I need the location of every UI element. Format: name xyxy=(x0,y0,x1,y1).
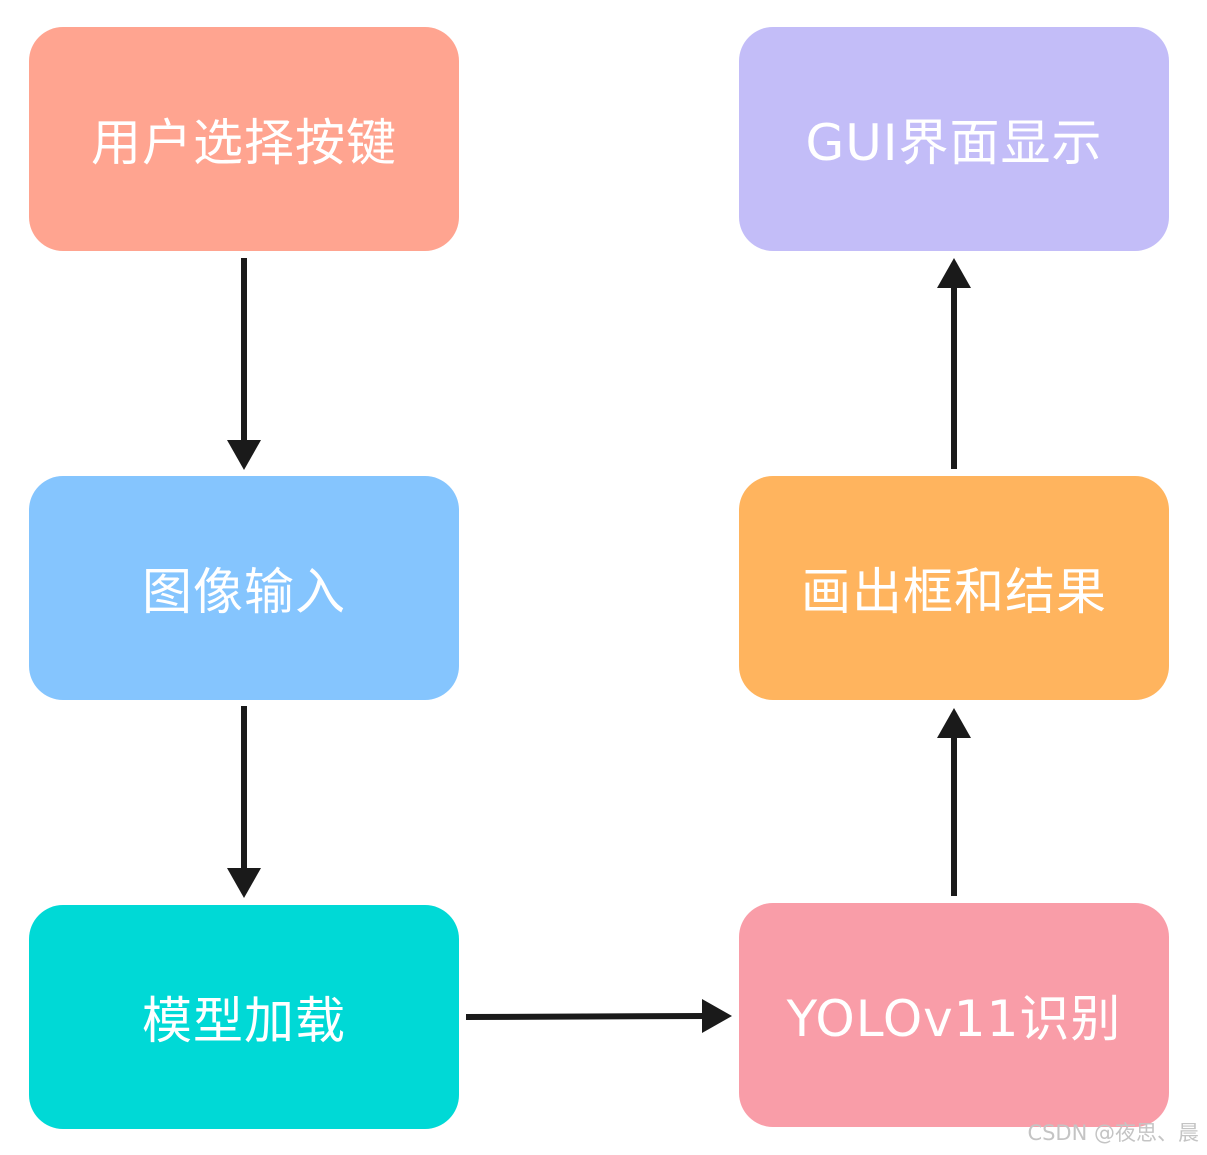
arrowhead-n3-n4 xyxy=(702,999,732,1033)
node-label: 画出框和结果 xyxy=(801,563,1107,621)
arrowhead-n5-n6 xyxy=(937,258,971,288)
node-model-load: 模型加载 xyxy=(29,905,459,1129)
edge-n3-n4 xyxy=(465,1013,707,1020)
node-label: 模型加载 xyxy=(142,992,346,1050)
node-user-select-key: 用户选择按键 xyxy=(29,27,459,251)
node-gui-display: GUI界面显示 xyxy=(739,27,1169,251)
arrowhead-n1-n2 xyxy=(227,440,261,470)
node-draw-boxes-results: 画出框和结果 xyxy=(739,476,1169,700)
node-yolo-recognition: YOLOv11识别 xyxy=(739,903,1169,1127)
arrowhead-n2-n3 xyxy=(227,868,261,898)
node-label: 图像输入 xyxy=(142,563,346,621)
arrowhead-n4-n5 xyxy=(937,708,971,738)
node-label: 用户选择按键 xyxy=(91,114,397,172)
node-label: GUI界面显示 xyxy=(805,114,1103,172)
node-image-input: 图像输入 xyxy=(29,476,459,700)
node-label: YOLOv11识别 xyxy=(786,990,1122,1048)
watermark-text: CSDN @夜思、晨 xyxy=(1027,1121,1199,1145)
